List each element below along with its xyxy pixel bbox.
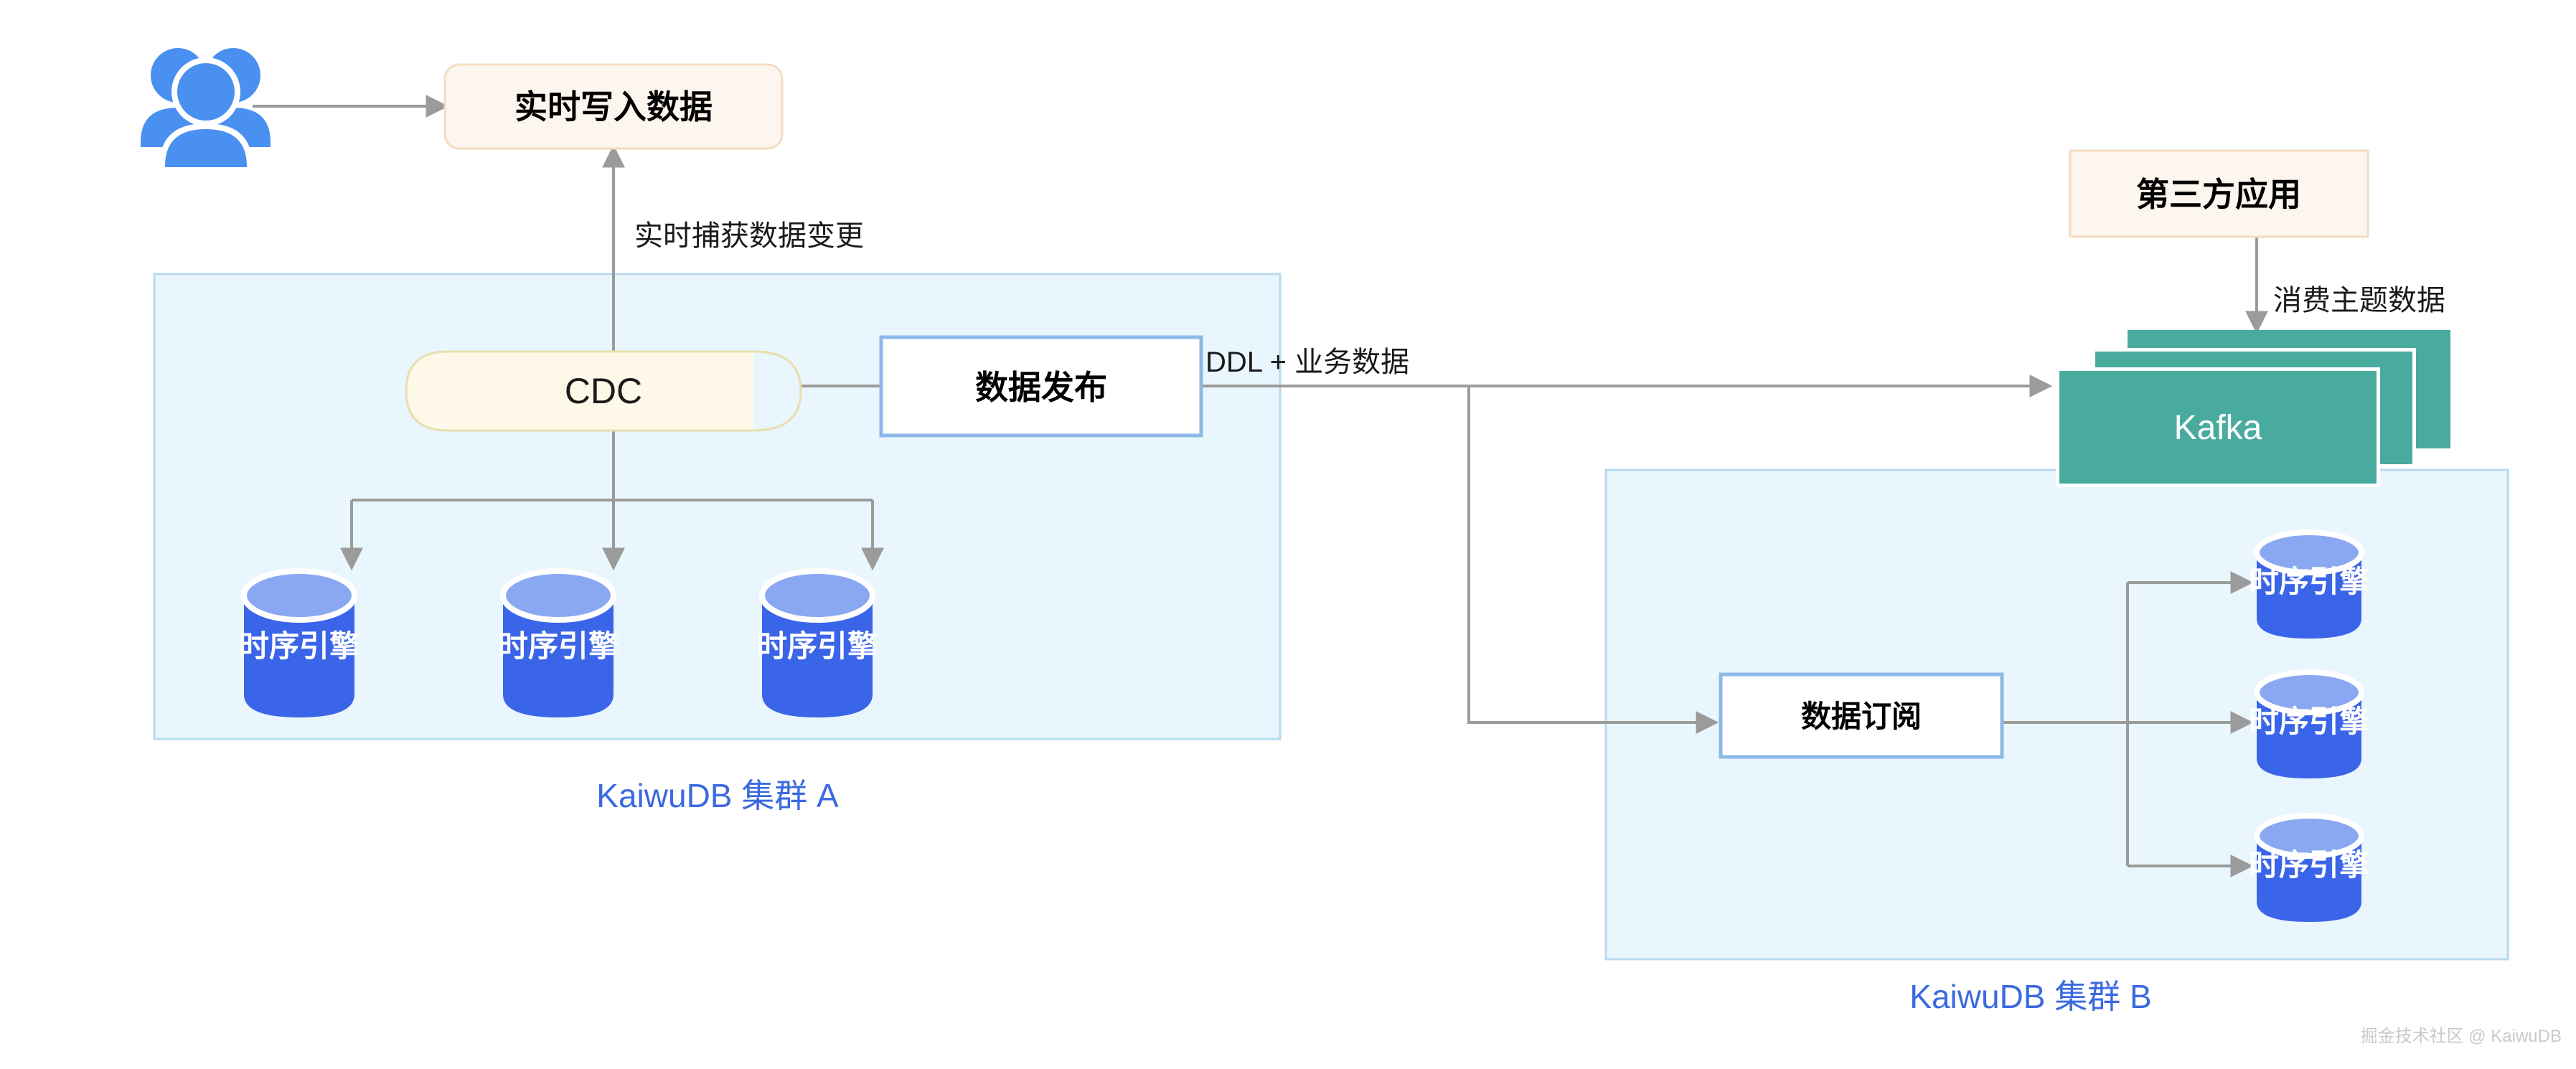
cluster-b-label: KaiwuDB 集群 B [1909,978,2151,1015]
engine-label: 时序引擎 [498,629,619,663]
watermark: 掘金技术社区 @ KaiwuDB [2361,1027,2562,1046]
cluster-a-engine-2[interactable]: 时序引擎 [498,568,619,717]
cluster-a-label: KaiwuDB 集群 A [596,777,839,814]
third-party-app-label: 第三方应用 [2136,176,2301,213]
cluster-a-engine-3[interactable]: 时序引擎 [757,568,878,717]
engine-label: 时序引擎 [757,629,878,663]
cdc-concave-right [753,350,802,432]
kafka-stack[interactable]: Kafka [2056,330,2450,487]
engine-label: 时序引擎 [239,629,359,663]
edge-label-ddl-business: DDL + 业务数据 [1205,347,1409,378]
edge-label-consume-topic: 消费主题数据 [2273,285,2445,316]
engine-label: 时序引擎 [2249,848,2369,882]
kafka-label: Kafka [2174,409,2262,447]
cluster-b-engine-1[interactable]: 时序引擎 [2249,529,2369,639]
cluster-b-engine-3[interactable]: 时序引擎 [2249,813,2369,922]
data-subscribe-box[interactable] [1719,672,2004,759]
engine-label: 时序引擎 [2249,565,2369,598]
edge-label-capture-change: 实时捕获数据变更 [634,220,864,252]
engine-label: 时序引擎 [2249,705,2369,738]
data-publish-box[interactable] [879,335,1203,438]
people-group-icon [141,48,271,172]
kafka-layer-front [2059,371,2377,484]
edge-publish-to-subscribe [1467,386,1719,734]
realtime-write-label: 实时写入数据 [514,88,713,126]
data-publish-label: 数据发布 [975,369,1107,406]
data-subscribe-label: 数据订阅 [1801,700,1922,733]
cluster-b-engine-2[interactable]: 时序引擎 [2249,669,2369,778]
cdc-label: CDC [565,371,642,411]
realtime-write-box[interactable] [443,63,784,150]
third-party-app-box[interactable] [2069,149,2369,238]
cluster-a-engine-1[interactable]: 时序引擎 [239,568,359,717]
